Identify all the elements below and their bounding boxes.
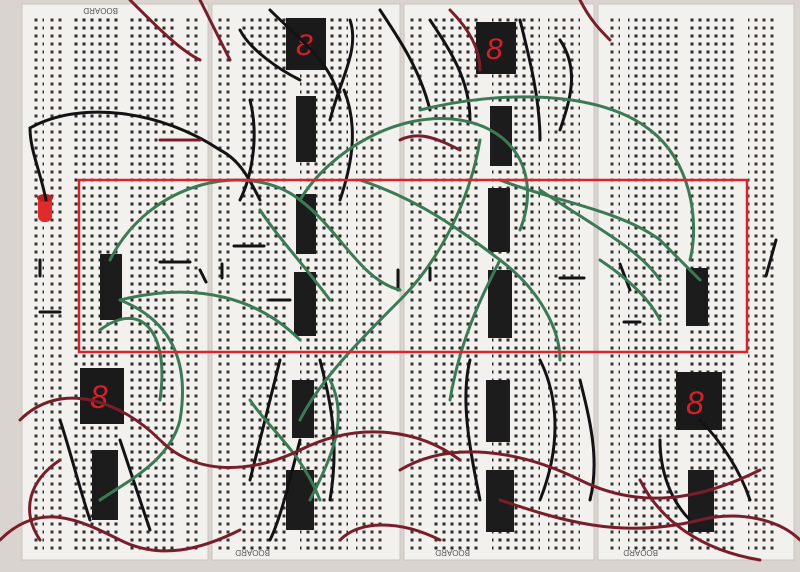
seven-segment-display: 8 bbox=[80, 368, 124, 424]
board-label-3: BOOARD bbox=[435, 548, 470, 557]
seven-segment-display: 8 bbox=[476, 22, 516, 74]
ic-chip bbox=[296, 96, 316, 162]
display-digit: 8 bbox=[686, 385, 704, 421]
ic-chip bbox=[100, 254, 122, 320]
board-label-1: BOOARD bbox=[83, 6, 118, 15]
ic-chip bbox=[486, 380, 510, 442]
ic-chip bbox=[488, 270, 512, 338]
ic-chip bbox=[686, 268, 708, 326]
board-label-2: BOOARD bbox=[235, 548, 270, 557]
ic-chip bbox=[92, 450, 118, 520]
board-labels: BOOARD BOOARD BOOARD BOOARD bbox=[83, 6, 658, 557]
ic-chip bbox=[294, 272, 316, 336]
board-label-4: BOOARD bbox=[623, 548, 658, 557]
seven-segment-display: 8 bbox=[676, 372, 722, 430]
display-digit: 8 bbox=[486, 33, 503, 66]
display-digit: 8 bbox=[90, 379, 108, 415]
ic-chip bbox=[292, 380, 314, 438]
breadboard-4 bbox=[597, 3, 795, 561]
ic-chip bbox=[488, 188, 510, 252]
highlight-box bbox=[77, 178, 749, 354]
green-wires bbox=[98, 95, 702, 502]
display-digit: 8 bbox=[296, 29, 313, 62]
